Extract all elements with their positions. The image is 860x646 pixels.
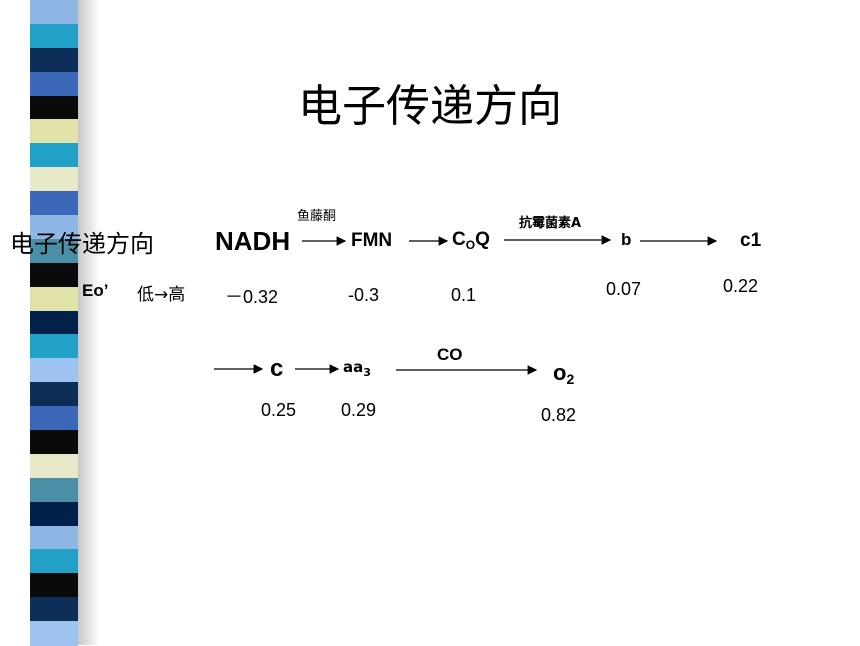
stripe-band: [30, 501, 78, 527]
stripe-band: [30, 382, 78, 408]
eo-direction: 低→高: [137, 285, 186, 305]
stripe-band: [30, 286, 78, 312]
stripe-band: [30, 119, 78, 145]
decorative-stripe: [0, 0, 110, 646]
o2-base: o: [553, 360, 567, 385]
stripe-band: [30, 47, 78, 73]
inhibitor-antimycin: 抗霉菌素A: [519, 216, 582, 231]
inhibitor-co: CO: [437, 345, 463, 364]
stripe-band: [30, 95, 78, 121]
potential-b: 0.07: [606, 279, 642, 299]
coq-c: C: [452, 229, 466, 250]
potential-nadh: －0.32: [225, 287, 279, 307]
stripe-band: [30, 23, 78, 49]
stripe-band: [30, 334, 78, 360]
stripe-band: [30, 621, 78, 646]
aa3-base: aa: [343, 358, 364, 376]
stripe-band: [30, 215, 78, 240]
stripe-band: [30, 191, 78, 216]
page-title: 电子传递方向: [298, 81, 562, 132]
coq-sub: O: [465, 238, 476, 252]
stripe-band: [30, 453, 78, 479]
stripe-band: [30, 573, 78, 599]
potential-fmn: -0.3: [348, 285, 380, 305]
potential-o2: 0.82: [541, 405, 577, 425]
stripe-band: [30, 238, 78, 264]
stripe-band: [30, 310, 78, 336]
stripe-shadow: [78, 0, 100, 645]
stripe-band: [30, 358, 78, 384]
inhibitor-rotenone: 鱼藤酮: [297, 209, 337, 224]
stripe-band: [30, 525, 78, 551]
potential-coq: 0.1: [451, 285, 477, 305]
row-label: 电子传递方向: [10, 230, 154, 258]
nadh-label: NADH: [215, 226, 291, 256]
stripe-band: [30, 549, 78, 575]
aa3-sub: 3: [363, 366, 371, 379]
potential-aa3: 0.29: [341, 400, 377, 420]
coq-label: COQ: [452, 229, 490, 252]
potential-c: 0.25: [261, 400, 297, 420]
o2-sub: 2: [566, 371, 575, 387]
aa3-label: aa3: [343, 358, 371, 379]
stripe-band: [30, 430, 78, 455]
stripe-band: [30, 406, 78, 431]
fmn-label: FMN: [351, 230, 393, 251]
coq-q: Q: [475, 229, 490, 250]
cyt-c-label: c: [270, 355, 284, 382]
stripe-band: [30, 143, 78, 169]
stripe-band: [30, 0, 78, 25]
stripe-band: [30, 477, 78, 503]
stripe-band: [30, 71, 78, 97]
c1-label: c1: [740, 230, 762, 251]
b-label: b: [621, 230, 632, 249]
eo-label: Eo’: [82, 281, 109, 300]
stripe-band: [30, 167, 78, 193]
o2-label: o2: [553, 360, 574, 387]
stripe-band: [30, 597, 78, 623]
potential-c1: 0.22: [723, 276, 759, 296]
stripe-band: [30, 262, 78, 288]
